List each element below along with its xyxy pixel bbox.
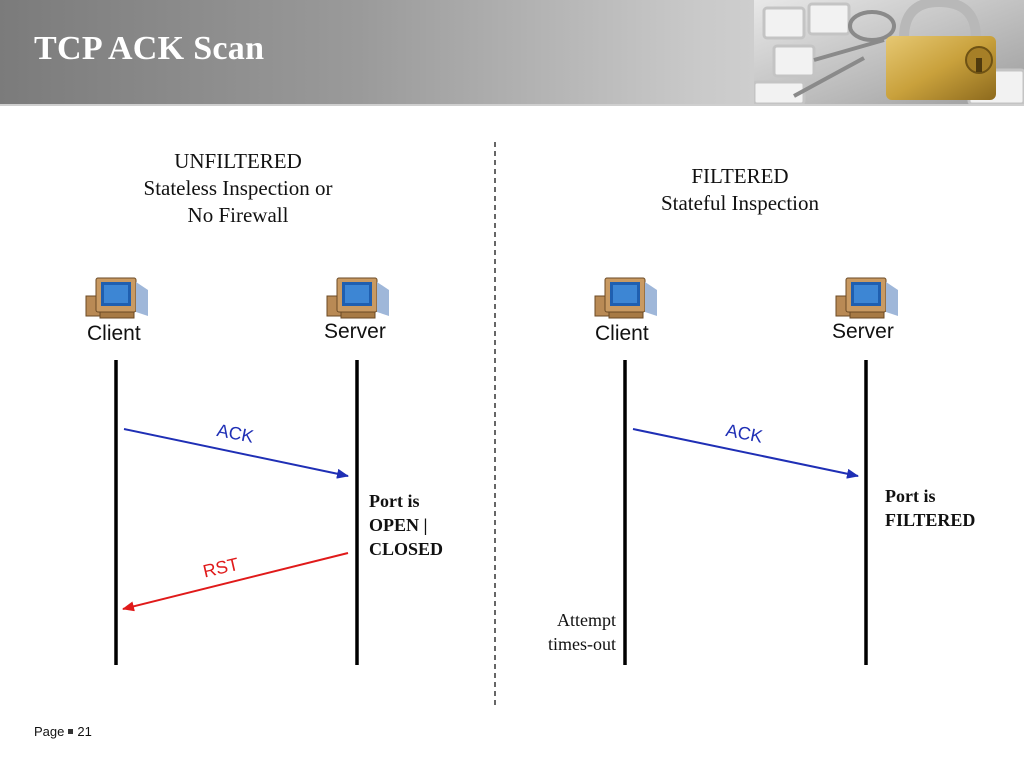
filtered-caption: FILTERED Stateful Inspection bbox=[660, 164, 820, 215]
slide-title: TCP ACK Scan bbox=[34, 30, 265, 67]
unfiltered-ack-arrow bbox=[123, 428, 349, 479]
footer-bullet bbox=[68, 729, 74, 735]
footer-page-number: 21 bbox=[77, 724, 92, 739]
unfiltered-client-label: Client bbox=[87, 322, 141, 345]
computer-icon bbox=[835, 277, 898, 319]
page-footer: Page 21 bbox=[34, 724, 92, 739]
unfiltered-server-note: Port is OPEN | CLOSED bbox=[369, 491, 444, 559]
computer-icon bbox=[594, 277, 657, 319]
filtered-client-note: Attempt times-out bbox=[548, 610, 616, 654]
filtered-server-label: Server bbox=[832, 320, 894, 343]
computer-icon bbox=[85, 277, 148, 319]
filtered-server-note: Port is FILTERED bbox=[885, 486, 976, 530]
slide-header: TCP ACK Scan bbox=[0, 0, 1024, 106]
unfiltered-caption: UNFILTERED Stateless Inspection or No Fi… bbox=[143, 149, 333, 227]
filtered-ack-arrow bbox=[632, 428, 859, 479]
computer-icon bbox=[326, 277, 389, 319]
padlock-keys-photo bbox=[754, 0, 1024, 104]
unfiltered-rst-arrow bbox=[122, 552, 349, 612]
unfiltered-server-label: Server bbox=[324, 320, 386, 343]
filtered-client-label: Client bbox=[595, 322, 649, 345]
footer-page-label: Page bbox=[34, 724, 65, 739]
